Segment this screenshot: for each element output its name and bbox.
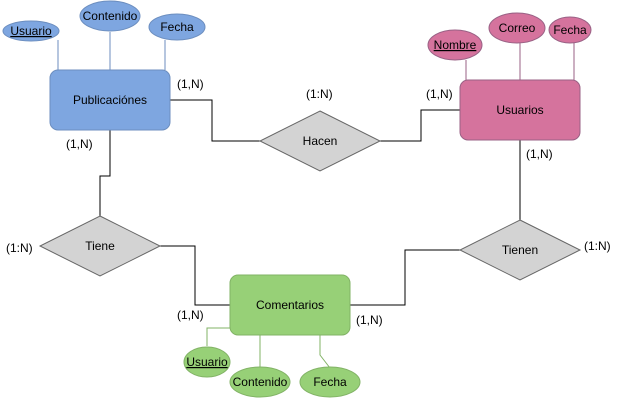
attr-usu-correo-label: Correo [499, 21, 536, 35]
cardinality-com-tiene: (1,N) [177, 308, 204, 322]
cardinality-com-tienen: (1,N) [356, 313, 383, 327]
entity-comentarios[interactable]: Comentarios [229, 274, 351, 336]
cardinality-tiene-side: (1:N) [6, 241, 33, 255]
attr-usu-nombre[interactable]: Nombre [427, 29, 483, 61]
attr-usu-correo[interactable]: Correo [488, 12, 546, 44]
attr-pub-usuario-label: Usuario [10, 24, 52, 38]
cardinality-pub-tiene: (1,N) [66, 137, 93, 151]
relationship-tienen[interactable]: Tienen [458, 219, 582, 281]
cardinality-hacen-top: (1:N) [306, 87, 333, 101]
relationship-hacen[interactable]: Hacen [258, 110, 382, 172]
connectors [57, 32, 575, 369]
attr-com-contenido[interactable]: Contenido [229, 366, 291, 398]
attr-usu-nombre-label: Nombre [434, 38, 477, 52]
relationship-tiene[interactable]: Tiene [38, 215, 162, 277]
attr-com-contenido-label: Contenido [233, 375, 288, 389]
attr-line-com-fecha [319, 335, 331, 369]
connector-tiene-comentarios [160, 245, 230, 306]
entity-comentarios-label: Comentarios [256, 298, 324, 312]
relationship-tienen-label: Tienen [502, 243, 538, 257]
cardinality-tienen-side: (1:N) [584, 239, 611, 253]
cardinality-usu-tienen: (1,N) [526, 147, 553, 161]
relationship-tiene-label: Tiene [85, 239, 115, 253]
attr-pub-fecha[interactable]: Fecha [148, 13, 206, 41]
attr-line-com-usuario [206, 327, 230, 346]
attr-com-fecha-label: Fecha [313, 375, 347, 389]
connector-publicaciones-tiene [99, 130, 111, 216]
cardinality-pub-hacen: (1,N) [177, 77, 204, 91]
attr-pub-usuario[interactable]: Usuario [2, 20, 60, 42]
attr-usu-fecha[interactable]: Fecha [548, 16, 592, 44]
connector-tienen-comentarios [350, 249, 460, 306]
entity-usuarios-label: Usuarios [496, 103, 543, 117]
attr-com-fecha[interactable]: Fecha [299, 366, 361, 398]
cardinalities: (1,N) (1:N) (1,N) (1,N) (1:N) (1,N) (1,N… [6, 77, 611, 327]
attr-pub-contenido[interactable]: Contenido [79, 0, 141, 32]
entity-publicaciones-label: Publicaciónes [73, 93, 147, 107]
attr-com-usuario-label: Usuario [186, 355, 228, 369]
attr-com-usuario[interactable]: Usuario [183, 346, 231, 378]
connector-publicaciones-hacen [170, 99, 260, 142]
attr-usu-fecha-label: Fecha [553, 23, 587, 37]
cardinality-usu-hacen: (1,N) [426, 87, 453, 101]
entity-publicaciones[interactable]: Publicaciónes [49, 69, 171, 131]
attr-pub-contenido-label: Contenido [83, 9, 138, 23]
attr-pub-fecha-label: Fecha [160, 20, 194, 34]
relationship-hacen-label: Hacen [303, 134, 338, 148]
connector-hacen-usuarios [380, 109, 460, 142]
entity-usuarios[interactable]: Usuarios [459, 79, 581, 141]
